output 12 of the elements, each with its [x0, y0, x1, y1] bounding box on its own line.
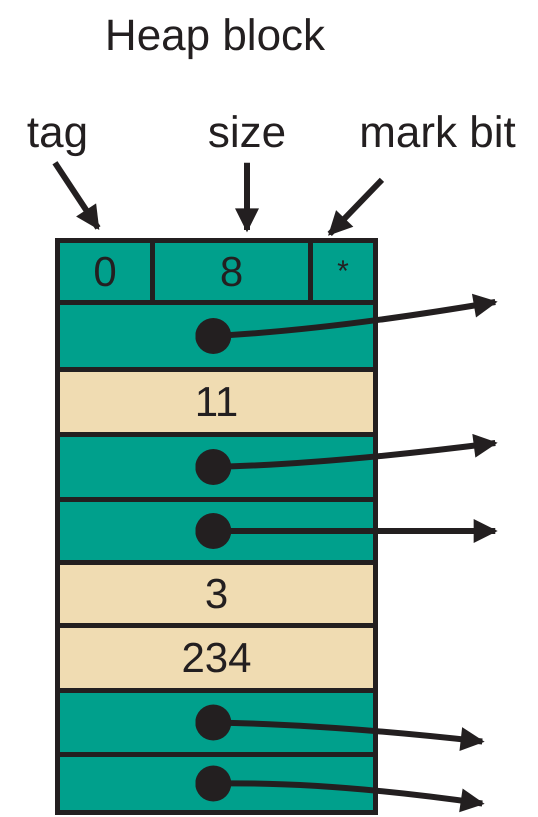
pointer-arrow — [195, 434, 498, 485]
arrow — [328, 178, 384, 236]
field-label: tag — [15, 105, 100, 160]
pointer-arrow — [195, 766, 485, 812]
field-label: size — [198, 105, 296, 160]
field-label: mark bit — [340, 105, 535, 160]
diagram-title: Heap block — [104, 10, 326, 62]
pointer-arrow — [195, 294, 498, 354]
arrow — [52, 161, 100, 230]
pointer-arrow — [195, 513, 498, 549]
pointer-arrow — [195, 704, 485, 752]
arrow — [235, 162, 259, 232]
